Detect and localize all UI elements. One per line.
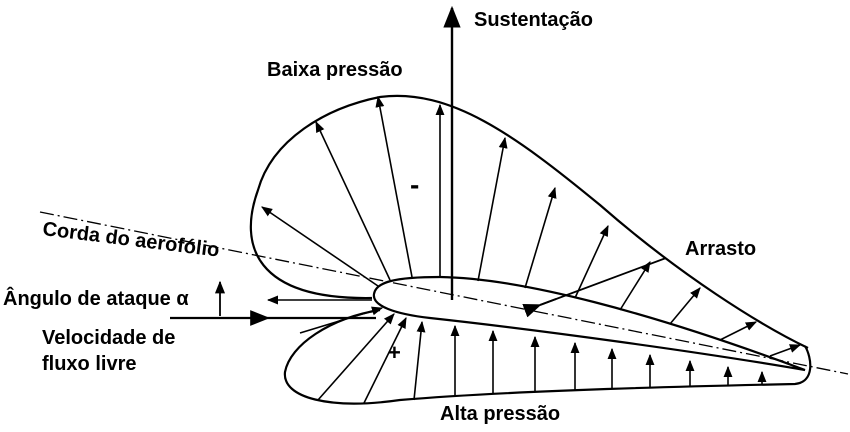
plus-sign: +	[388, 340, 401, 365]
high-pressure-envelope	[283, 308, 812, 405]
lower-surface-arrows	[299, 306, 767, 404]
chord-label: Corda do aerofólio	[41, 218, 220, 262]
chord-line	[39, 211, 849, 375]
airfoil-shape	[372, 275, 806, 372]
low-pressure-label: Baixa pressão	[267, 59, 403, 81]
low-pressure-envelope	[249, 94, 809, 349]
minus-sign: -	[410, 169, 419, 200]
drag-arrow	[522, 298, 557, 318]
lift-label: Sustentação	[474, 9, 593, 31]
freestream-label-line2: fluxo livre	[42, 353, 136, 375]
upper-surface-arrows	[261, 95, 802, 357]
angle-of-attack-label: Ângulo de ataque α	[3, 286, 189, 310]
high-pressure-label: Alta pressão	[440, 403, 560, 425]
drag-label: Arrasto	[685, 238, 756, 260]
freestream-label-line1: Velocidade de	[42, 327, 175, 349]
resultant-force-line	[539, 257, 667, 306]
